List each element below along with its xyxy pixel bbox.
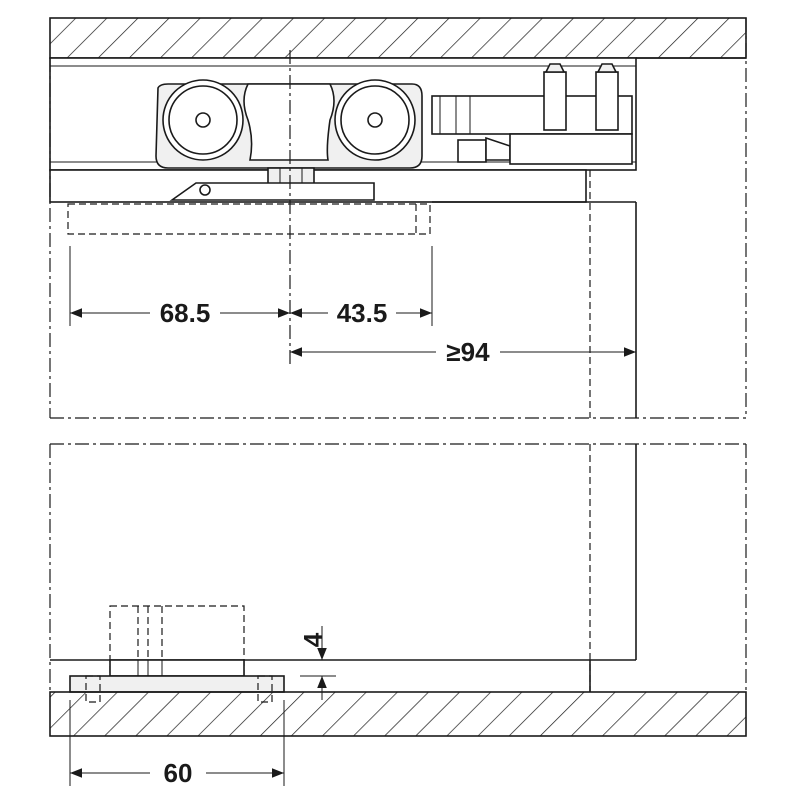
floor-section: [49, 691, 747, 737]
lower-door-panel: [49, 443, 747, 692]
left-roller-wheel: [162, 79, 244, 161]
upper-door-panel: [49, 18, 747, 419]
ceiling-section: [49, 17, 747, 59]
dimension-4: 4: [298, 632, 328, 647]
dimension-68-5: 68.5: [160, 298, 211, 328]
right-roller-wheel: [334, 79, 416, 161]
dimension-43-5: 43.5: [337, 298, 388, 328]
roller-carriage: [155, 79, 423, 201]
dimension-ge-94: ≥94: [446, 337, 490, 367]
damper-mechanism: [431, 63, 633, 165]
lower-dimensions: [69, 626, 336, 786]
upper-dimensions: [69, 246, 636, 357]
dimension-60: 60: [164, 758, 193, 788]
floor-guide: [69, 605, 285, 703]
